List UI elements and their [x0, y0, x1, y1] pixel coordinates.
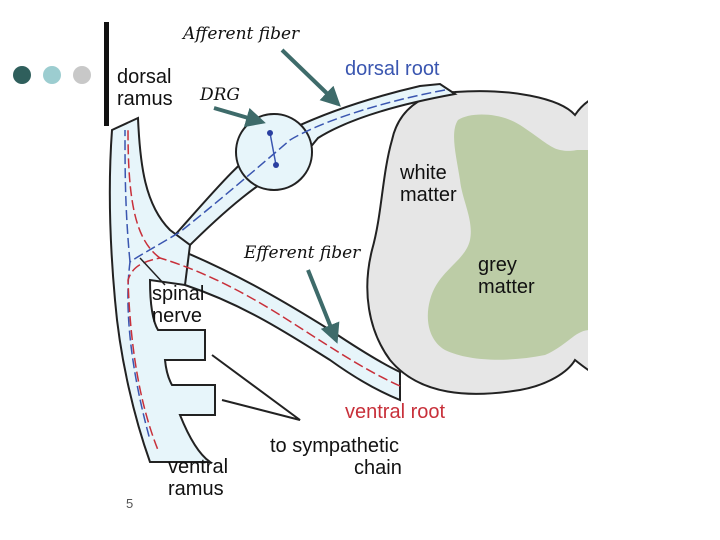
dorsal-ramus-label-1: dorsal	[117, 66, 172, 88]
efferent-fiber-line	[127, 257, 401, 451]
white-matter-label-2: matter	[400, 184, 457, 206]
afferent-arrow	[280, 48, 341, 107]
bullet-dot-dark	[13, 66, 31, 84]
dorsal-root-label: dorsal root	[345, 58, 440, 80]
bullet-dot-grey	[73, 66, 91, 84]
sympathetic-chain-label-1: to sympathetic	[270, 435, 399, 457]
title-bar	[104, 22, 109, 126]
grey-matter-label-1: grey	[478, 254, 517, 276]
drg-arrow	[213, 106, 266, 128]
sympathetic-chain-label-2: chain	[354, 457, 402, 479]
drg-cell-body-top	[267, 130, 273, 136]
afferent-fiber-line	[127, 89, 446, 441]
ventral-ramus-label-2: ramus	[168, 478, 224, 500]
ventral-root-label: ventral root	[345, 401, 446, 423]
dorsal-ramus-label-2: ramus	[117, 88, 173, 110]
white-matter-label-1: white	[400, 162, 447, 184]
page-number: 5	[126, 496, 134, 511]
grey-matter-region	[427, 114, 588, 360]
sympathetic-connector	[211, 354, 301, 421]
efferent-arrow	[306, 269, 340, 344]
drg-cell-body-bottom	[273, 162, 279, 168]
ventral-root-shape	[178, 248, 401, 402]
drg-cell-axon	[269, 132, 277, 166]
efferent-fiber-upper	[127, 129, 161, 259]
spinal-nerve-pointer	[139, 257, 166, 286]
ventral-ramus-label-1: ventral	[168, 456, 229, 478]
spinal-nerve-label-1: spinal	[152, 283, 205, 305]
bullet-dot-teal	[43, 66, 61, 84]
drg-label: DRG	[200, 85, 241, 105]
afferent-fiber-upper	[124, 129, 131, 263]
afferent-fiber-label: Afferent fiber	[183, 24, 300, 44]
efferent-fiber-label: Efferent fiber	[244, 243, 361, 263]
grey-matter-label-2: matter	[478, 276, 535, 298]
spinal-nerve-label-2: nerve	[152, 305, 203, 327]
